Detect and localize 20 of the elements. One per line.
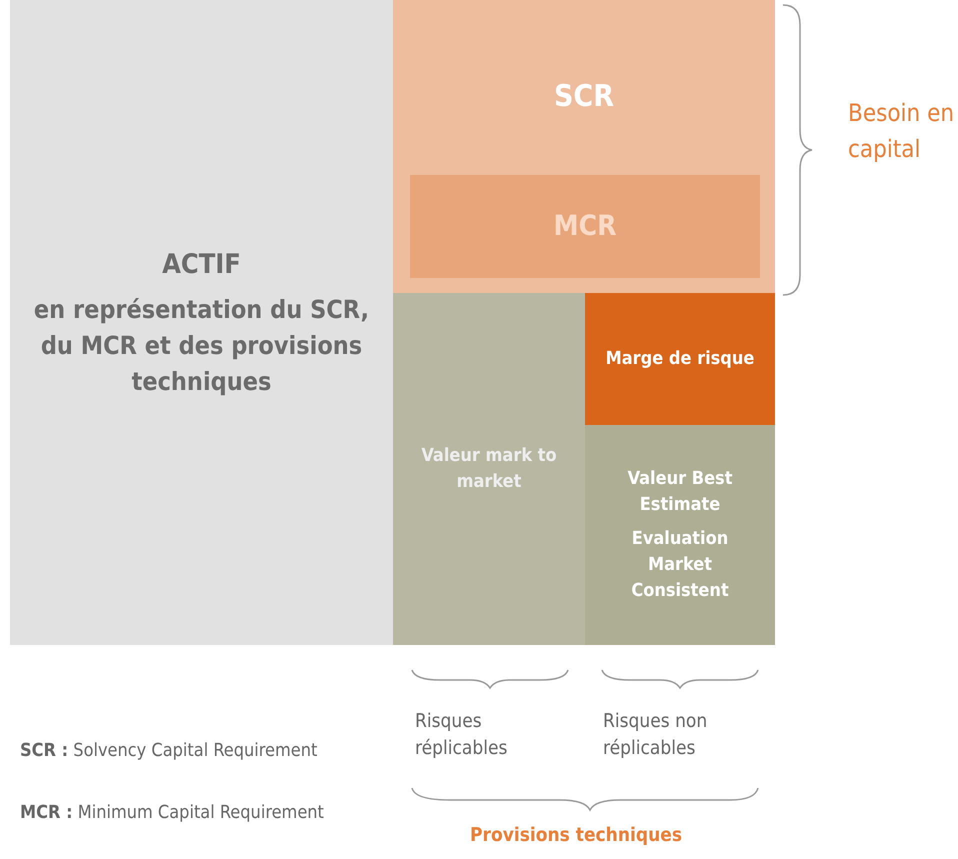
column-label: Risques réplicables — [415, 709, 508, 761]
block-text: Evaluation Market Consistent — [630, 526, 730, 604]
market-value-block — [393, 293, 585, 645]
block-title: ACTIF — [161, 248, 242, 282]
block-text: en représentation du SCR, du MCR et des provisions techniques — [32, 294, 370, 398]
definition-note: SCR : Solvency Capital Requirement — [20, 739, 318, 763]
block-title: Valeur Best Estimate — [626, 466, 734, 517]
group-label: Provisions techniques — [470, 823, 684, 848]
risk-margin-block — [585, 293, 775, 425]
block-title: MCR — [552, 208, 618, 244]
definition-note: MCR : Minimum Capital Requirement — [20, 801, 325, 825]
block-title: Valeur mark to market — [420, 444, 558, 494]
asset-block — [10, 0, 393, 645]
block-title: SCR — [552, 78, 616, 116]
mcr-block — [410, 175, 760, 278]
capital-need-label: Besoin en capital — [848, 98, 956, 165]
block-title: Marge de risque — [604, 346, 756, 371]
scr-block — [393, 0, 775, 293]
column-label: Risques non réplicables — [603, 709, 708, 761]
best-estimate-block — [585, 425, 775, 645]
